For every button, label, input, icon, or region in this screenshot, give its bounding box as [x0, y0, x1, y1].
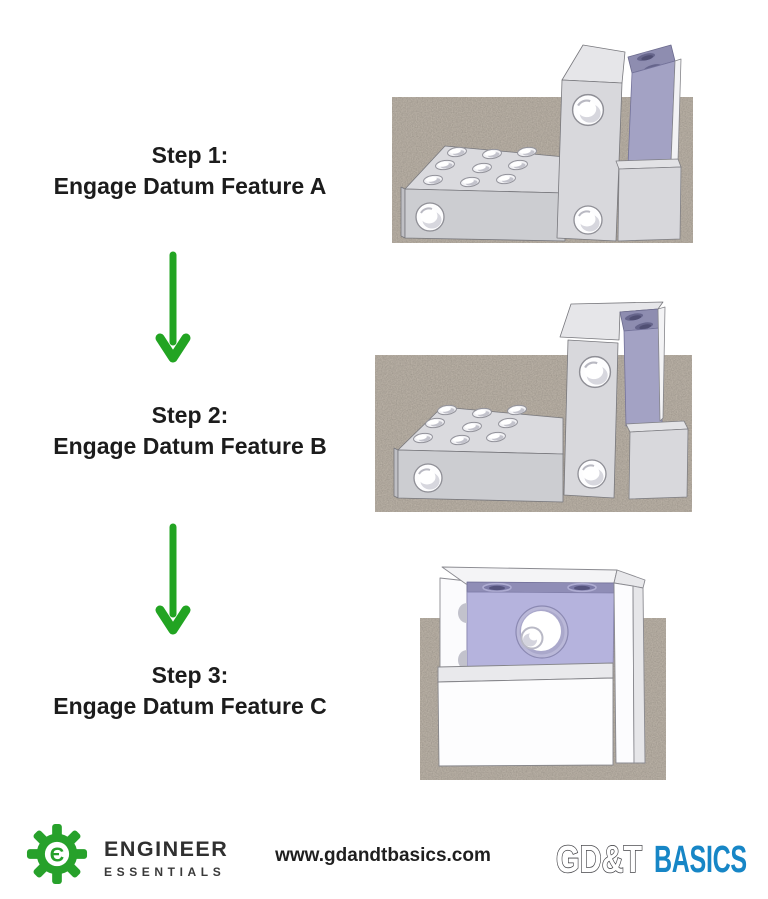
center-bore-hole — [515, 605, 569, 659]
brand-tagline: ESSENTIALS — [104, 865, 226, 879]
down-arrow-icon — [155, 251, 191, 363]
step-1-label: Step 1: Engage Datum Feature A — [0, 140, 380, 202]
step-3-figure — [420, 566, 666, 780]
countersink-hole — [482, 582, 512, 593]
down-arrow-icon — [155, 523, 191, 635]
fixture-ledge — [625, 420, 689, 500]
fixture-column — [556, 44, 626, 242]
step-3-title: Step 3: — [151, 662, 229, 688]
step-1-title: Step 1: — [151, 142, 229, 168]
basics-solid-text: BASICS — [654, 838, 747, 880]
step-3-label: Step 3: Engage Datum Feature C — [0, 660, 380, 722]
step-2-figure — [375, 301, 692, 512]
gear-letter: Є — [50, 844, 64, 866]
step-2-label: Step 2: Engage Datum Feature B — [0, 400, 380, 462]
gdt-outline-text: GD&T — [556, 839, 642, 881]
step-1-figure — [392, 44, 693, 243]
step-2-title: Step 2: — [151, 402, 229, 428]
arrow-head — [155, 333, 191, 363]
arrow-head — [155, 605, 191, 635]
step-2-subtitle: Engage Datum Feature B — [53, 433, 327, 459]
fixture-ledge — [615, 158, 682, 242]
side-hole-crescent — [458, 603, 467, 623]
datum-part — [458, 581, 615, 678]
step-3-subtitle: Engage Datum Feature C — [53, 693, 327, 719]
step-1-subtitle: Engage Datum Feature A — [53, 173, 327, 199]
fixture-front-block — [437, 662, 614, 767]
fixture-base-plate — [400, 145, 566, 242]
datum-part — [627, 44, 682, 166]
brand-name: ENGINEER — [104, 837, 229, 861]
fixture-column — [563, 339, 619, 499]
countersink-hole — [567, 582, 597, 593]
website-url: www.gdandtbasics.com — [275, 845, 491, 866]
fixture-base-plate — [393, 403, 564, 503]
fixture-right-column — [613, 582, 646, 764]
side-hole-crescent — [458, 650, 467, 670]
gdt-basics-logo: GD&T BASICS — [555, 838, 747, 882]
engineer-essentials-logo: ENGINEER ESSENTIALS — [104, 837, 228, 879]
datum-part — [619, 306, 666, 427]
engineer-essentials-gear-icon: Є — [26, 823, 88, 885]
